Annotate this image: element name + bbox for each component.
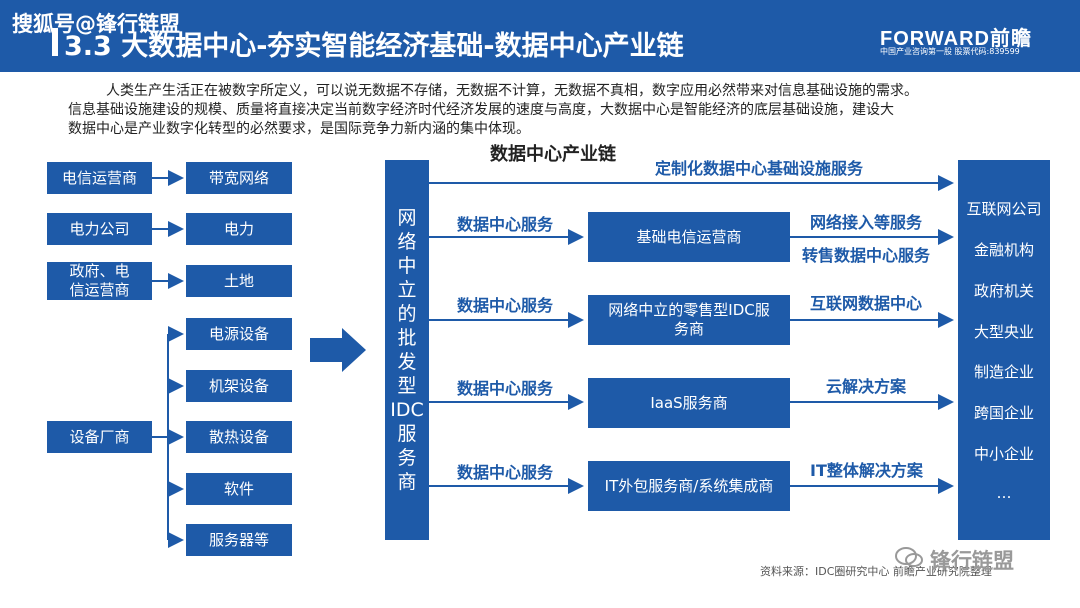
supplier-telecom: 电信运营商 [47, 162, 152, 194]
page-title: 3.3 大数据中心-夯实智能经济基础-数据中心产业链 [64, 31, 684, 62]
supplier-power: 电力公司 [47, 213, 152, 245]
customer-item: 金融机构 [973, 240, 1034, 259]
service-label: 数据中心服务 [457, 296, 554, 315]
wechat-icon [895, 547, 923, 567]
diagram-title: 数据中心产业链 [490, 144, 616, 165]
center-char: 型 [397, 375, 417, 397]
customer-item: … [996, 484, 1012, 502]
customer-column: 互联网公司 金融机构 政府机关 大型央业 制造企业 跨国企业 中小企业 … [958, 160, 1050, 540]
provider-basic-telecom: 基础电信运营商 [588, 212, 790, 262]
offering-it-solution: IT整体解决方案 [810, 461, 923, 480]
resource-rack-equipment: 机架设备 [186, 370, 292, 402]
offering-resale: 转售数据中心服务 [802, 246, 931, 265]
service-label: 数据中心服务 [457, 215, 554, 234]
intro-line-3: 数据中心是产业数字化转型的必然要求，是国际竞争力新内涵的集中体现。 [68, 121, 530, 137]
brand-logo: FORWARD前瞻 [880, 28, 1032, 50]
customer-item: 制造企业 [973, 363, 1034, 382]
center-char: 中 [397, 255, 417, 277]
resource-cooling-equipment: 散热设备 [186, 421, 292, 453]
provider-retail-idc: 网络中立的零售型IDC服务商 [588, 295, 790, 345]
provider-it-outsourcing: IT外包服务商/系统集成商 [588, 461, 790, 511]
supplier-equipment: 设备厂商 [47, 421, 152, 453]
center-char: 络 [397, 231, 417, 253]
provider-iaas: IaaS服务商 [588, 378, 790, 428]
watermark-bottom: 锋行链盟 [930, 549, 1014, 573]
header-bar [0, 0, 1080, 72]
center-char: 商 [397, 471, 417, 493]
intro-paragraph: 人类生产生活正在被数字所定义，可以说无数据不存储，无数据不计算，无数据不真相，数… [68, 82, 1028, 139]
center-char: 务 [397, 447, 417, 469]
resource-power: 电力 [186, 213, 292, 245]
center-char: 批 [397, 327, 417, 349]
resource-land: 土地 [186, 265, 292, 297]
offering-network-access: 网络接入等服务 [810, 213, 923, 232]
center-char: 服 [397, 423, 417, 445]
customer-item: 政府机关 [973, 281, 1034, 300]
offering-cloud: 云解决方案 [826, 377, 907, 396]
resource-power-equipment: 电源设备 [186, 318, 292, 350]
brand-subtitle: 中国产业咨询第一股 股票代码:839599 [880, 47, 1020, 56]
customer-item: 跨国企业 [973, 404, 1034, 423]
service-label: 数据中心服务 [457, 379, 554, 398]
offering-idc: 互联网数据中心 [810, 294, 923, 313]
supplier-government: 政府、电信运营商 [47, 262, 152, 300]
top-service-label: 定制化数据中心基础设施服务 [655, 159, 864, 178]
center-char: 网 [397, 207, 417, 229]
intro-line-2: 信息基础设施建设的规模、质量将直接决定当前数字经济时代经济发展的速度与高度，大数… [68, 102, 894, 118]
customer-item: 互联网公司 [966, 199, 1042, 218]
title-accent [52, 28, 58, 56]
resource-bandwidth: 带宽网络 [186, 162, 292, 194]
center-char: 发 [397, 351, 417, 373]
source-note: 资料来源：IDC圈研究中心 前瞻产业研究院整理 [760, 565, 992, 578]
customer-item: 中小企业 [973, 445, 1034, 464]
service-label: 数据中心服务 [457, 463, 554, 482]
center-char: 立 [397, 279, 417, 301]
center-char: 的 [397, 303, 417, 325]
intro-line-1: 人类生产生活正在被数字所定义，可以说无数据不存储，无数据不计算，无数据不真相，数… [106, 83, 918, 99]
center-char: IDC [390, 399, 424, 421]
resource-servers: 服务器等 [186, 524, 292, 556]
customer-item: 大型央业 [973, 322, 1034, 341]
resource-software: 软件 [186, 473, 292, 505]
wholesale-idc-provider: 网 络 中 立 的 批 发 型 IDC 服 务 商 [385, 160, 429, 540]
watermark-top: 搜狐号@锋行链盟 [12, 12, 180, 36]
